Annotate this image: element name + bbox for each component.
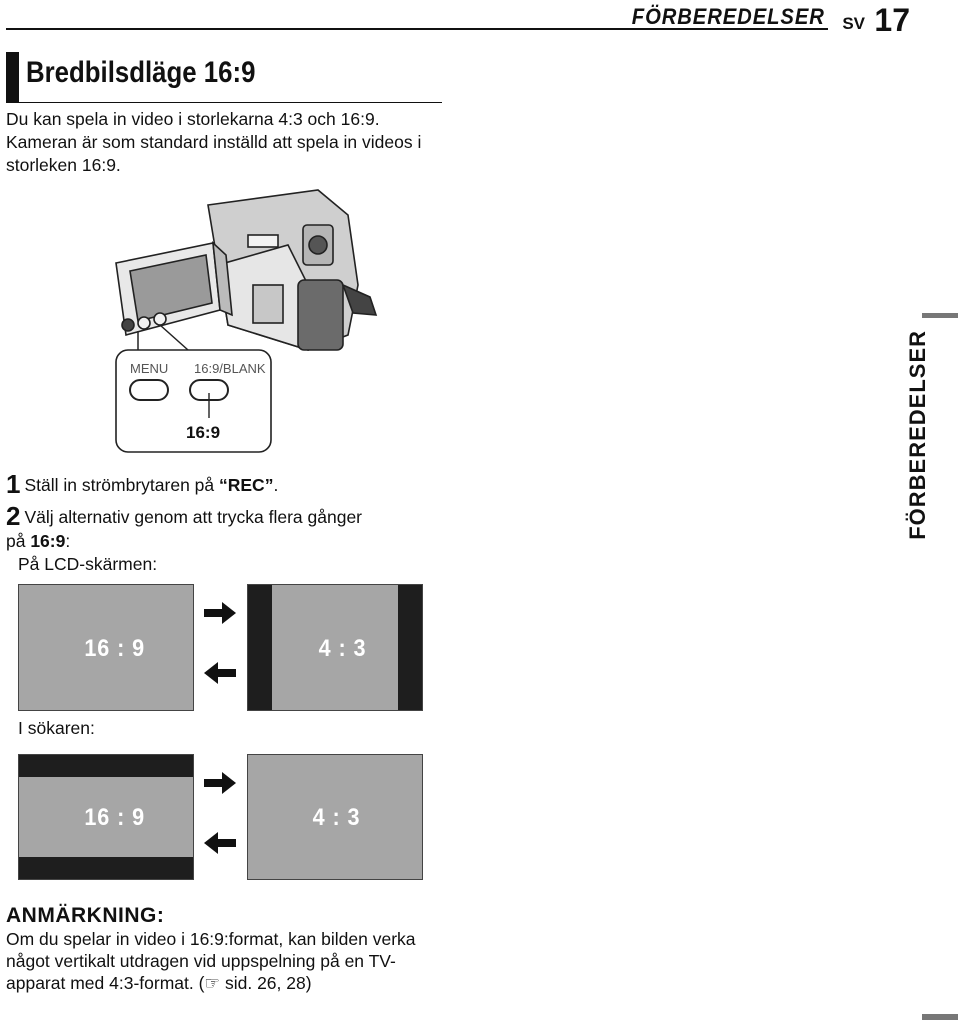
step-1-text: Ställ in strömbrytaren på: [24, 475, 219, 495]
intro-paragraph: Du kan spela in video i storlekarna 4:3 …: [6, 109, 422, 175]
step-1-number: 1: [6, 469, 21, 499]
step-2-suffix: :: [65, 531, 71, 551]
viewfinder-screen-standard: 4 : 3: [247, 754, 423, 880]
viewfinder-top-bar: [19, 755, 193, 777]
lcd-label: På LCD-skärmen:: [18, 554, 158, 574]
title-marker: [6, 52, 19, 102]
bottom-tab-marker: [922, 1014, 958, 1020]
viewfinder-label: I sökaren:: [18, 718, 95, 738]
step-2-emphasis: 16:9: [30, 531, 66, 551]
page-number: 17: [874, 2, 910, 38]
lcd-toggle-arrows: [204, 602, 236, 684]
side-tab-label: FÖRBEREDELSER: [905, 330, 930, 540]
wide-button-label: 16:9/BLANK: [194, 361, 266, 376]
viewfinder-standard-label: 4 : 3: [312, 804, 361, 831]
arrow-right-icon: [204, 772, 236, 794]
step-1-suffix: .: [273, 475, 279, 495]
side-tab-marker: [922, 313, 958, 318]
lcd-standard-label: 4 : 3: [318, 635, 367, 662]
lcd-right-bar: [398, 585, 422, 710]
callout-label: 16:9: [186, 423, 220, 442]
arrow-left-icon: [204, 662, 236, 684]
arrow-left-icon: [204, 832, 236, 854]
step-2-number: 2: [6, 501, 21, 531]
page-title: Bredbilsdläge 16:9: [26, 56, 256, 89]
step-2-text: Välj alternativ genom att trycka flera g…: [24, 507, 363, 527]
lcd-screen-standard: 4 : 3: [247, 584, 423, 711]
title-rule: [6, 102, 442, 103]
lcd-left-bar: [248, 585, 272, 710]
arrow-right-icon: [204, 602, 236, 624]
lcd-screen-wide: 16 : 9: [18, 584, 194, 711]
note-body: Om du spelar in video i 16:9:format, kan…: [6, 929, 416, 993]
lcd-wide-label: 16 : 9: [84, 635, 146, 662]
menu-button-label: MENU: [130, 361, 168, 376]
section-header: FÖRBEREDELSER: [631, 4, 825, 29]
step-1-emphasis: “REC”: [219, 475, 274, 495]
viewfinder-screen-wide: 16 : 9: [18, 754, 194, 880]
viewfinder-bottom-bar: [19, 857, 193, 879]
header-rule: [6, 28, 828, 30]
camcorder-illustration: MENU 16:9/BLANK 16:9: [115, 189, 378, 453]
menu-button[interactable]: [129, 379, 169, 401]
viewfinder-wide-label: 16 : 9: [84, 804, 146, 831]
viewfinder-toggle-arrows: [204, 772, 236, 854]
step-2-line2-prefix: på: [6, 531, 31, 551]
language-code: SV: [842, 14, 865, 33]
note-heading: ANMÄRKNING:: [6, 904, 165, 927]
